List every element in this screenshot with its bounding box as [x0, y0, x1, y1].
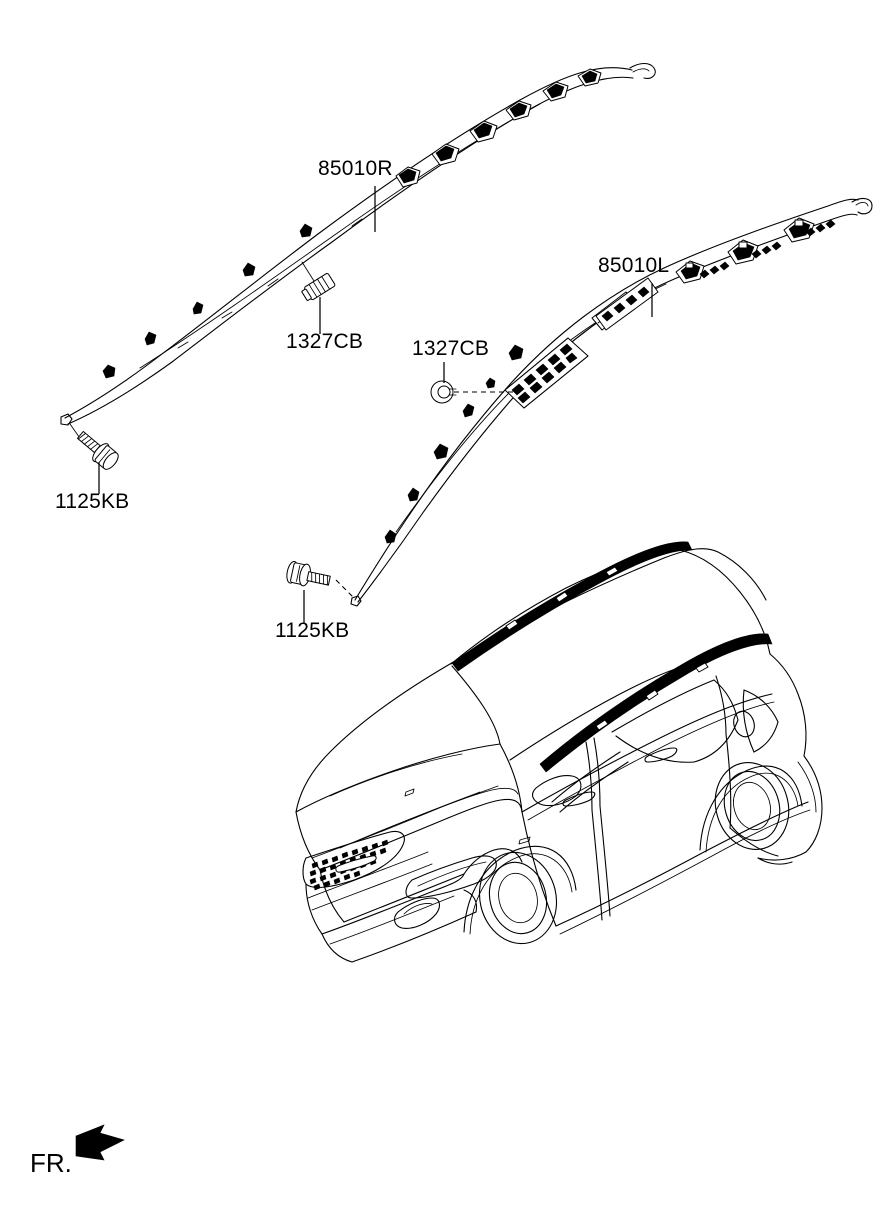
side-mirror [531, 775, 582, 807]
airbag-bracket-cluster [395, 68, 602, 188]
label-85010L: 85010L [598, 254, 669, 317]
label-1125KB-lower: 1125KB [275, 590, 349, 642]
front-wheel [478, 851, 558, 945]
headlamp [405, 855, 497, 899]
part-1125KB-bolt-lower[interactable] [285, 560, 355, 599]
label-85010R: 85010R [318, 157, 393, 232]
label-1125KB-upper: 1125KB [55, 462, 129, 513]
airbag-bracket-cluster [675, 217, 836, 284]
part-85010L-curtain-airbag-left[interactable] [350, 197, 873, 607]
roof-rail-highlight [595, 662, 709, 731]
roof-rail-highlight [505, 566, 619, 631]
airbag-bracket-tab [384, 344, 524, 544]
airbag-inflator-section [504, 337, 589, 409]
label-1327CB-right-text: 1327CB [286, 330, 363, 353]
label-1125KB-lower-text: 1125KB [275, 619, 349, 642]
emblem [335, 855, 377, 873]
roof-rail-right [539, 633, 773, 773]
vehicle-illustration [295, 541, 823, 963]
fr-label-text: FR. [30, 1148, 72, 1178]
front-direction-arrow-icon [75, 1124, 125, 1161]
part-1125KB-bolt-upper[interactable] [69, 423, 122, 473]
fog-lamp [393, 897, 441, 929]
airbag-folded-end [595, 277, 659, 331]
part-1327CB-clip-left[interactable] [430, 380, 520, 404]
part-85010R-curtain-airbag-right[interactable] [60, 62, 656, 426]
front-door-handle [562, 791, 596, 807]
rear-door-handle [644, 747, 678, 763]
rear-wheel [714, 762, 790, 850]
label-1327CB-right: 1327CB [286, 297, 363, 353]
label-1327CB-left: 1327CB [412, 337, 489, 383]
airbag-seam [177, 218, 363, 349]
part-1327CB-clip-right[interactable] [300, 261, 336, 302]
fender-vent [518, 836, 531, 845]
roof-rail-left [451, 541, 693, 672]
label-1327CB-left-text: 1327CB [412, 337, 489, 360]
orientation-marker: FR. [30, 1124, 125, 1178]
label-1125KB-upper-text: 1125KB [55, 490, 129, 513]
airbag-bracket-tab [102, 223, 313, 379]
fuel-door [733, 710, 755, 738]
label-85010L-text: 85010L [598, 254, 669, 277]
label-85010R-text: 85010R [318, 157, 393, 180]
